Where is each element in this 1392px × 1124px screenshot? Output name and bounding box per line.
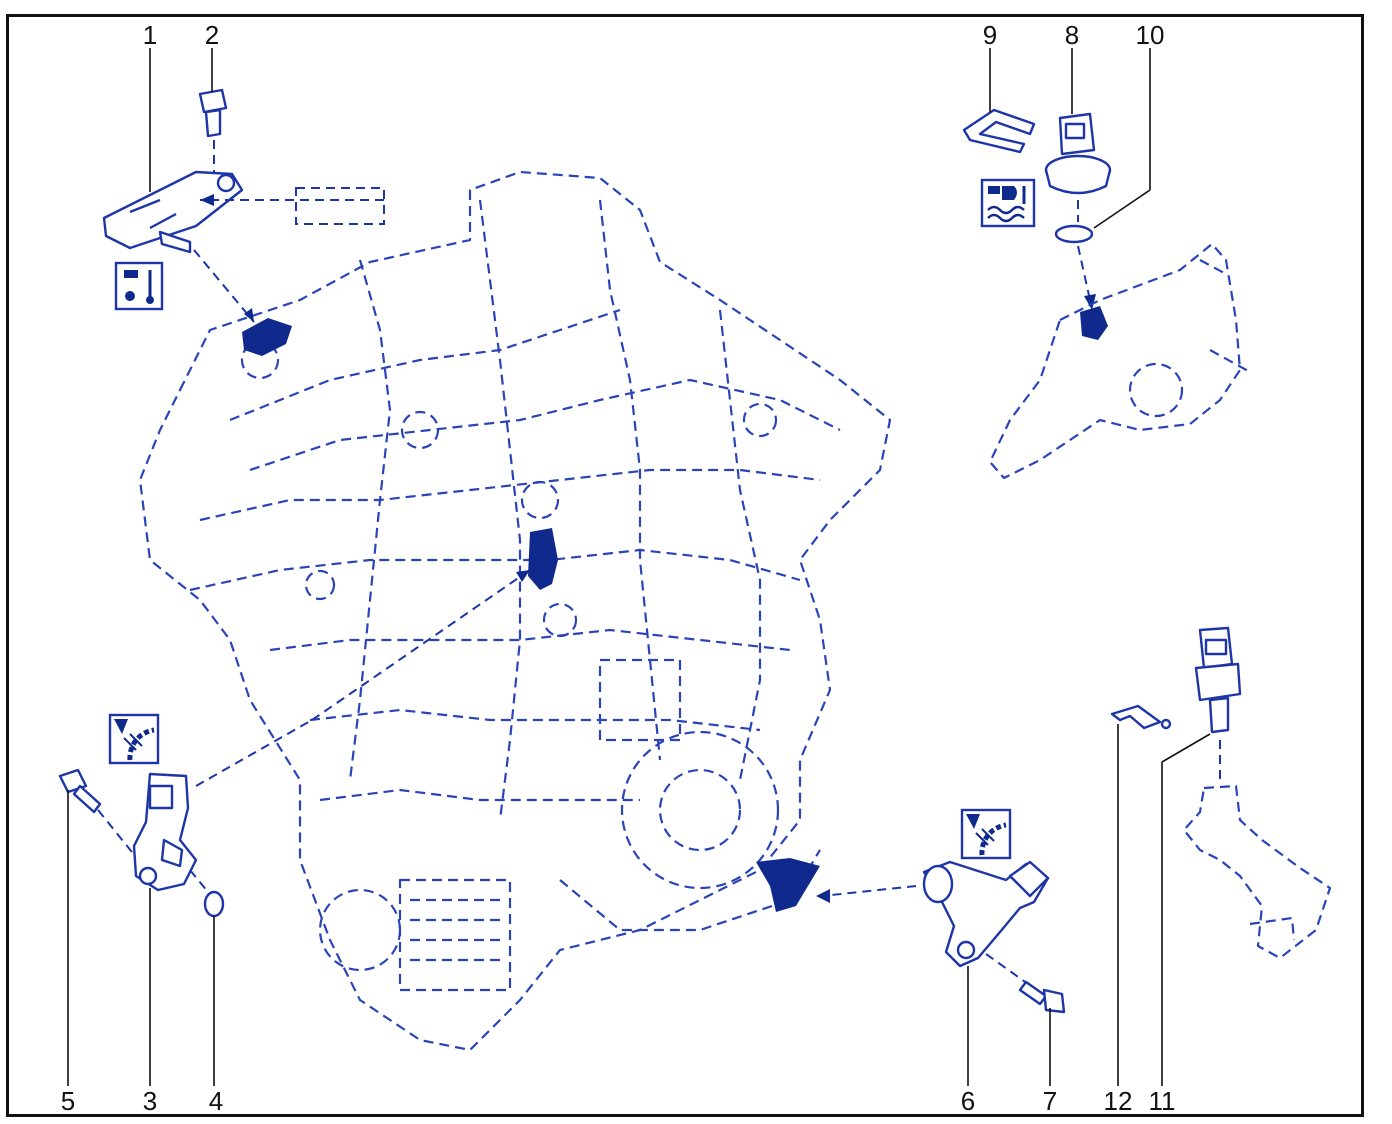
part-3-sensor <box>132 772 198 892</box>
leader-1-install <box>193 249 255 323</box>
coolant-housing <box>1182 784 1332 960</box>
callout-leaders <box>67 48 1211 1086</box>
part-12-clip <box>1110 704 1172 730</box>
leader-6-install <box>821 885 917 897</box>
callout-6: 6 <box>961 1086 975 1116</box>
arrow-1-ref <box>200 194 214 206</box>
callout-12: 12 <box>1104 1086 1133 1116</box>
part-8-sensor <box>1044 112 1112 222</box>
crankshaft-sensor-location <box>756 858 820 912</box>
part-7-bolt <box>985 953 1066 1014</box>
arrow-6-install <box>816 889 830 903</box>
camshaft-sensor-location <box>528 528 558 590</box>
intake-sensor-location <box>242 318 292 356</box>
part-2-bolt <box>198 88 228 172</box>
part-5-bolt <box>58 768 141 863</box>
leader-3-install <box>195 719 313 787</box>
engine-assembly <box>138 170 892 1052</box>
part-4-oring <box>189 869 225 918</box>
callout-1: 1 <box>143 20 157 50</box>
callout-4: 4 <box>209 1086 223 1116</box>
arrow-1-install <box>244 308 254 322</box>
oil-sensor-location <box>1080 306 1108 340</box>
oil-filter-housing <box>988 242 1251 480</box>
oil-pressure-temperature-icon <box>980 178 1036 228</box>
camshaft-position-icon <box>108 713 160 765</box>
callout-11: 11 <box>1149 1086 1176 1116</box>
reference-box <box>295 187 385 225</box>
arrow-8-install <box>1084 294 1096 310</box>
leader-3-install-b <box>311 569 531 721</box>
callout-5: 5 <box>61 1086 75 1116</box>
callout-9: 9 <box>983 20 997 50</box>
intake-pressure-temperature-icon <box>114 261 164 311</box>
part-11-sensor <box>1194 626 1242 782</box>
callout-8: 8 <box>1065 20 1079 50</box>
crankshaft-position-icon <box>960 808 1012 860</box>
callout-7: 7 <box>1043 1086 1057 1116</box>
leader-8-install <box>1077 245 1091 301</box>
part-1-sensor <box>102 170 244 254</box>
callout-3: 3 <box>143 1086 157 1116</box>
arrow-3-install <box>516 570 530 582</box>
part-10-oring <box>1054 224 1094 244</box>
part-6-sensor <box>922 860 1050 968</box>
callout-2: 2 <box>205 20 219 50</box>
callout-10: 10 <box>1136 20 1165 50</box>
part-9-clip <box>962 108 1036 154</box>
